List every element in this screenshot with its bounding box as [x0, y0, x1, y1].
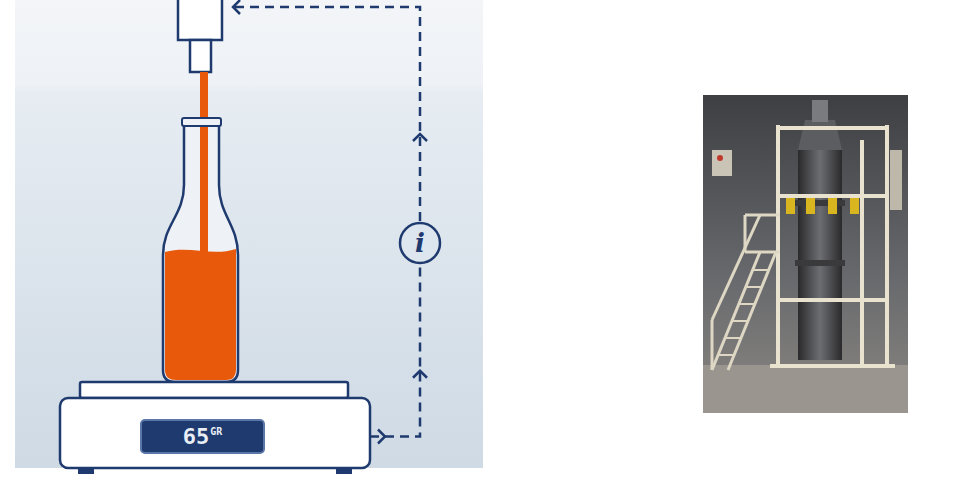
- scale-plate: [80, 382, 348, 398]
- filler-nozzle: [178, 0, 222, 40]
- arrow-head: [413, 371, 427, 378]
- liquid: [165, 249, 236, 380]
- weight-unit: GR: [210, 427, 222, 437]
- scale-display: 65GR: [140, 419, 265, 454]
- bottle-lip: [182, 118, 221, 126]
- info-circle: i: [398, 221, 442, 265]
- feedback-line: [232, 7, 420, 221]
- panel-background: [15, 0, 483, 468]
- nozzle-tip: [190, 40, 211, 72]
- scale-base: [60, 398, 370, 468]
- info-symbol: i: [415, 230, 425, 256]
- arrow-head: [233, 0, 240, 14]
- arrow-head: [378, 430, 385, 444]
- weight-value: 65: [183, 426, 210, 448]
- liquid-stream: [200, 72, 208, 254]
- machine-photo: [703, 95, 908, 413]
- arrow-chevron: [413, 134, 427, 141]
